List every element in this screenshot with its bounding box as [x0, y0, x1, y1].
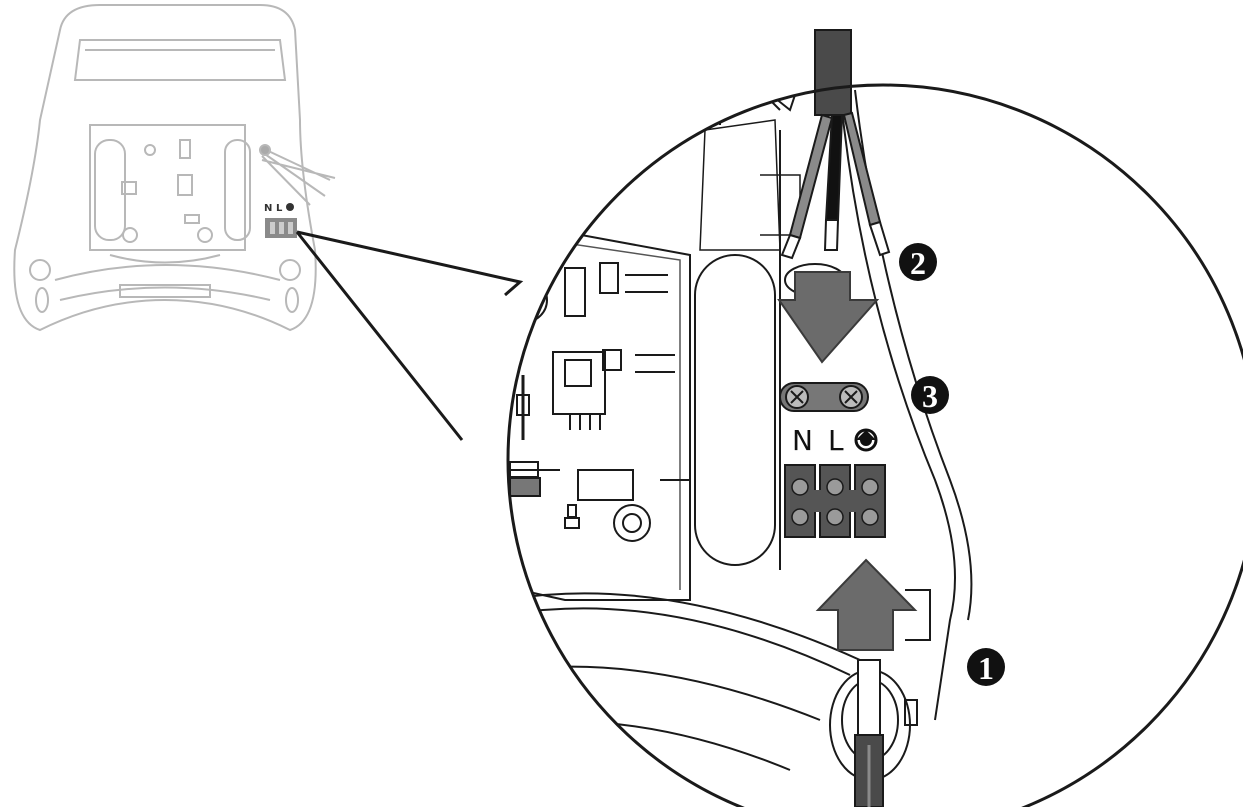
step-badge-1: 1	[967, 648, 1005, 686]
entry-tool	[854, 659, 884, 808]
magnified-detail: N L	[506, 29, 1243, 812]
step-number-1: 1	[978, 650, 994, 686]
zoom-callout-wedge	[295, 230, 524, 441]
cable-clamp	[779, 382, 869, 412]
earth-symbol-icon	[854, 428, 878, 452]
overview-device	[13, 4, 336, 332]
overview-earth-icon	[286, 203, 294, 211]
overview-terminal-block: N L	[264, 203, 297, 238]
step-badge-3: 3	[911, 376, 949, 414]
step-number-3: 3	[922, 378, 938, 414]
step-badge-2: 2	[899, 243, 937, 281]
step-number-2: 2	[910, 245, 926, 281]
terminal-label-l: L	[828, 424, 844, 457]
overview-label-n: N	[264, 203, 272, 214]
arrow-up-icon	[815, 558, 918, 651]
overview-label-l: L	[276, 203, 283, 214]
terminal-label-n: N	[792, 424, 813, 457]
terminal-block	[784, 464, 886, 538]
supply-cable	[780, 29, 891, 260]
arrow-down-icon	[777, 271, 880, 364]
